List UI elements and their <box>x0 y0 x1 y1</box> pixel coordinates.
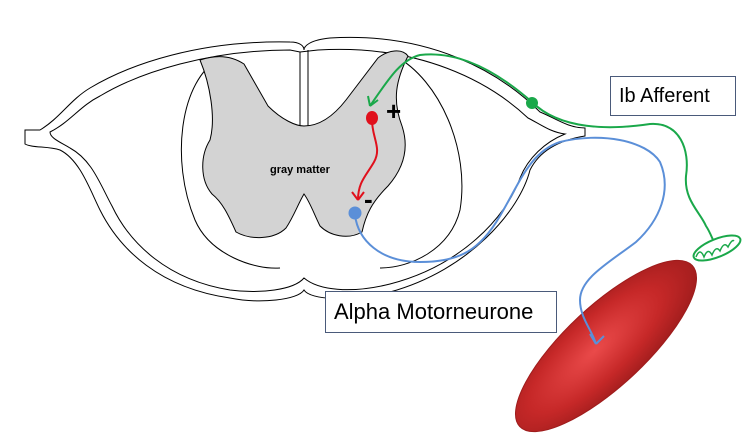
golgi-tendon-organ-coil <box>695 239 735 260</box>
alpha-motorneurone-terminal <box>589 333 605 345</box>
ib-afferent-label: Ib Afferent <box>619 84 710 107</box>
ib-afferent-terminal <box>367 95 379 107</box>
left-dorsal-column-outline <box>180 57 281 269</box>
alpha-motorneurone-label-box: Alpha Motorneurone <box>325 291 557 333</box>
alpha-motorneurone-cell-body <box>348 206 362 220</box>
ib-afferent-label-box: Ib Afferent <box>610 76 736 116</box>
ib-afferent-cell-body <box>526 97 538 109</box>
spinal-cord-outer-outline <box>24 36 586 302</box>
interneuron-cell-body <box>366 111 378 125</box>
gray-matter-label: gray matter <box>270 164 331 176</box>
muscle <box>514 259 698 433</box>
alpha-motorneurone-axon <box>354 136 666 345</box>
excitatory-sign: + <box>386 96 401 126</box>
ib-afferent-fiber <box>369 53 715 243</box>
interneuron-terminal <box>351 191 365 201</box>
gray-matter-region <box>199 50 409 238</box>
interneuron-axon <box>357 119 379 201</box>
alpha-motorneurone-label: Alpha Motorneurone <box>334 299 534 324</box>
inhibitory-sign: - <box>364 184 373 214</box>
